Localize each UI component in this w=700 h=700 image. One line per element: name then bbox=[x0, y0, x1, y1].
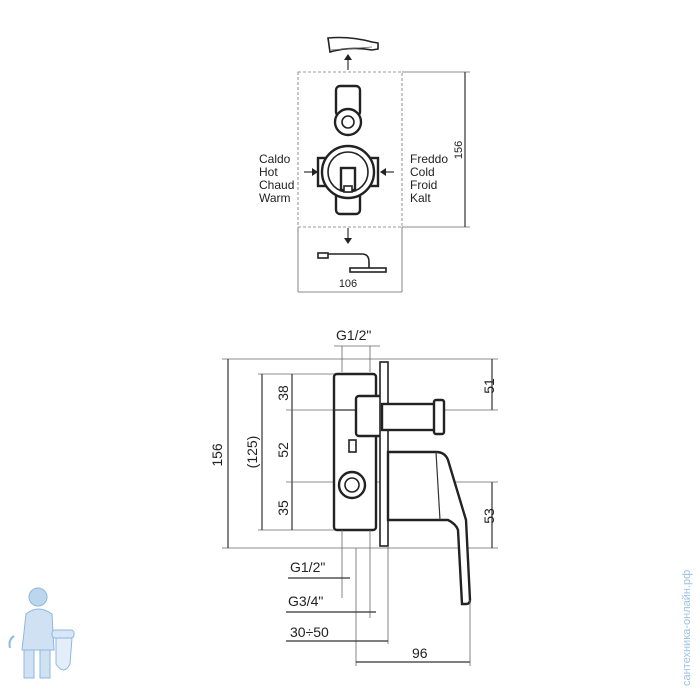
cold-labels: Freddo Cold Froid Kalt bbox=[410, 152, 448, 205]
top-width-dimension: 106 bbox=[339, 278, 357, 290]
body-height-dimension: (125) bbox=[244, 436, 260, 469]
arrow-down-icon bbox=[344, 228, 352, 244]
hot-labels: Caldo Hot Chaud Warm bbox=[259, 152, 294, 205]
depth-total-dimension: 96 bbox=[412, 645, 428, 661]
hot-label-1: Caldo bbox=[259, 152, 291, 166]
lower-section-dimension: 35 bbox=[275, 500, 291, 516]
top-connection-label: G1/2" bbox=[336, 327, 371, 343]
shower-head-icon bbox=[317, 252, 387, 273]
plumber-logo bbox=[8, 587, 75, 679]
arrow-left-icon bbox=[380, 168, 394, 176]
side-view: G1/2" 156 (125) 38 52 35 51 53 bbox=[209, 327, 498, 666]
top-view: 156 Caldo Hot Chaud Warm bbox=[259, 36, 470, 293]
cold-label-3: Froid bbox=[410, 178, 437, 192]
hot-label-2: Hot bbox=[259, 165, 278, 179]
middle-section-dimension: 52 bbox=[275, 442, 291, 458]
cold-label-1: Freddo bbox=[410, 152, 448, 166]
watermark: сантехника-онлайн.рф bbox=[8, 570, 693, 686]
valve-body-side bbox=[332, 361, 472, 606]
hot-label-4: Warm bbox=[259, 191, 291, 205]
hot-label-3: Chaud bbox=[259, 178, 294, 192]
bottom-connection-1-label: G1/2" bbox=[290, 559, 325, 575]
total-height-dimension: 156 bbox=[209, 443, 225, 467]
arrow-up-icon bbox=[344, 54, 352, 70]
valve-body bbox=[316, 84, 380, 216]
cold-label-2: Cold bbox=[410, 165, 435, 179]
watermark-text: сантехника-онлайн.рф bbox=[681, 570, 693, 686]
depth-range-dimension: 30÷50 bbox=[290, 624, 329, 640]
arrow-right-icon bbox=[304, 168, 318, 176]
top-height-dimension: 156 bbox=[453, 141, 465, 159]
spout-outlet-icon bbox=[327, 36, 379, 54]
right-lower-dimension: 53 bbox=[481, 508, 497, 524]
cold-label-4: Kalt bbox=[410, 191, 431, 205]
bottom-connection-2-label: G3/4" bbox=[288, 593, 323, 609]
right-upper-dimension: 51 bbox=[481, 378, 497, 394]
upper-section-dimension: 38 bbox=[275, 385, 291, 401]
